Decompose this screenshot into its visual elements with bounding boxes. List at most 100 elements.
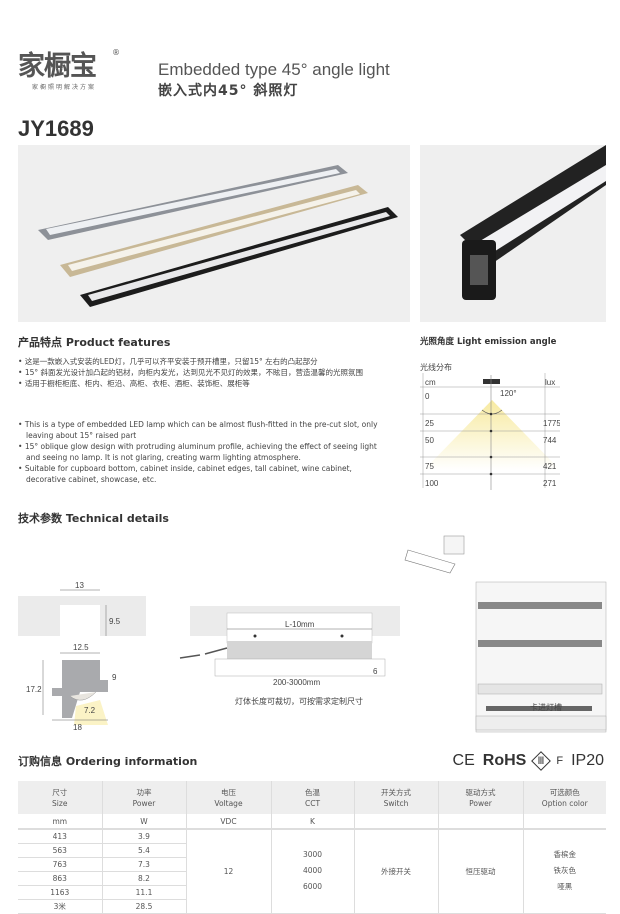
end-gap-label: 6 — [373, 667, 378, 676]
strip-black — [80, 207, 398, 307]
features-en-list: • This is a type of embedded LED lamp wh… — [18, 419, 390, 485]
ordering-heading: 订购信息 Ordering information — [18, 755, 198, 768]
beam-angle-label: 120° — [500, 389, 517, 398]
distance-label: 25 — [425, 419, 434, 428]
unit-cell — [437, 814, 523, 830]
feature-cn-item: • 这是一款嵌入式安装的LED灯，几乎可以齐平安装于预开槽里，只留15° 左右的… — [18, 357, 318, 366]
lux-label: 271 — [543, 479, 557, 488]
socket-icon — [443, 535, 465, 555]
feature-cn-item: • 15° 斜面发光设计加凸起的铝材，向柜内发光，达到见光不见灯的效果，不眩目，… — [18, 368, 363, 377]
header-cn: 尺寸 — [52, 787, 68, 797]
profile-height-label: 17.2 — [26, 685, 42, 694]
f-mark-icon: F — [556, 755, 564, 767]
features-heading: 产品特点 Product features — [18, 336, 171, 349]
header-en: Switch — [383, 798, 409, 808]
unit-cell: W — [101, 814, 186, 830]
voltage-cell: 12 — [185, 829, 271, 914]
power-cell: 7.3 — [101, 857, 186, 872]
color-value: 铁灰色 — [553, 866, 577, 876]
feature-cn-item: • 适用于橱柜柜底、柜内、柜沿、高柜、衣柜、酒柜、装饰柜、展柜等 — [18, 379, 250, 388]
slot-depth-label: 9.5 — [109, 617, 121, 626]
unit-cell: K — [270, 814, 354, 830]
unit-cell: mm — [18, 814, 102, 830]
lux-label: 744 — [543, 436, 557, 445]
light-heading: 光照角度 Light emission angle — [420, 337, 557, 347]
slot-width-label: 13 — [75, 581, 84, 590]
model-number: JY1689 — [18, 116, 94, 141]
feature-en-item: • 15° oblique glow design with protrudin… — [18, 442, 377, 462]
lux-unit-label: lux — [545, 378, 555, 387]
lux-label: 421 — [543, 462, 557, 471]
driver-icon — [404, 549, 456, 574]
color-value: 哑黑 — [557, 882, 573, 892]
product-photo-closeup — [420, 145, 606, 322]
header-cn: 开关方式 — [381, 787, 411, 797]
driver-cell: 恒压驱动 — [437, 829, 523, 914]
unit-cell — [353, 814, 438, 830]
strip-silver — [38, 165, 348, 240]
registered-mark: ® — [112, 48, 120, 57]
features-cn-list: • 这是一款嵌入式安装的LED灯，几乎可以齐平安装于预开槽里，只留15° 左右的… — [18, 356, 410, 389]
size-cell: 763 — [18, 857, 102, 872]
cct-value: 6000 — [302, 882, 323, 892]
length-inner-label: L-10mm — [285, 620, 315, 629]
ce-mark: CE — [452, 752, 475, 769]
cct-value: 4000 — [302, 866, 323, 876]
length-total-label: 200-3000mm — [273, 678, 320, 687]
lamp-icon — [483, 379, 500, 384]
power-cell: 11.1 — [101, 885, 186, 900]
header-cn: 驱动方式 — [465, 787, 496, 797]
logo-tagline: 家橱照明解决方案 — [32, 84, 97, 91]
header-en: Power — [469, 798, 492, 808]
distance-label: 75 — [425, 462, 434, 471]
feature-en-item: • Suitable for cupboard bottom, cabinet … — [18, 464, 352, 484]
distance-label: 0 — [425, 392, 430, 401]
unit-cell: VDC — [185, 814, 271, 830]
installation-drawing: 卡进灯槽 — [404, 535, 607, 733]
measure-point — [489, 455, 493, 459]
switch-cell: 外接开关 — [353, 829, 438, 914]
color-cell: 香槟金铁灰色哑黑 — [522, 829, 606, 914]
measure-point — [489, 472, 493, 476]
unit-cell — [522, 814, 606, 830]
certifications: CE RoHS Ⅲ F IP20 — [452, 751, 604, 771]
header-cn: 功率 — [136, 787, 152, 797]
power-cell: 3.9 — [101, 829, 186, 844]
measure-point — [489, 412, 493, 416]
measure-point — [489, 429, 493, 433]
color-value: 香槟金 — [553, 850, 577, 860]
distance-label: 100 — [425, 479, 439, 488]
cm-unit-label: cm — [425, 378, 436, 387]
size-cell: 413 — [18, 829, 102, 844]
header-en: Power — [132, 798, 156, 808]
power-cell: 28.5 — [101, 899, 186, 914]
lux-label: 1775 — [543, 419, 560, 428]
header-cn: 电压 — [221, 787, 236, 797]
header-cn: 可选颜色 — [549, 787, 580, 797]
title-chinese: 嵌入式内45° 斜照灯 — [158, 83, 299, 99]
length-note: 灯体长度可裁切，可按需求定制尺寸 — [235, 696, 363, 706]
profile-bottom-label: 18 — [73, 723, 82, 732]
power-cell: 5.4 — [101, 843, 186, 858]
brand-logo: 家橱宝 ® 家橱照明解决方案 — [18, 48, 123, 91]
class-iii-label: Ⅲ — [537, 755, 545, 767]
profile-drawing: 12.5 17.2 9 7.2 18 — [26, 643, 117, 732]
size-cell: 563 — [18, 843, 102, 858]
profile-upper-label: 9 — [112, 673, 117, 682]
size-cell: 863 — [18, 871, 102, 886]
rohs-mark: RoHS — [482, 752, 527, 769]
strip-gold — [60, 185, 368, 277]
ip-rating: IP20 — [571, 752, 604, 769]
header-en: Option color — [541, 798, 588, 808]
tech-heading: 技术参数 Technical details — [18, 512, 169, 525]
